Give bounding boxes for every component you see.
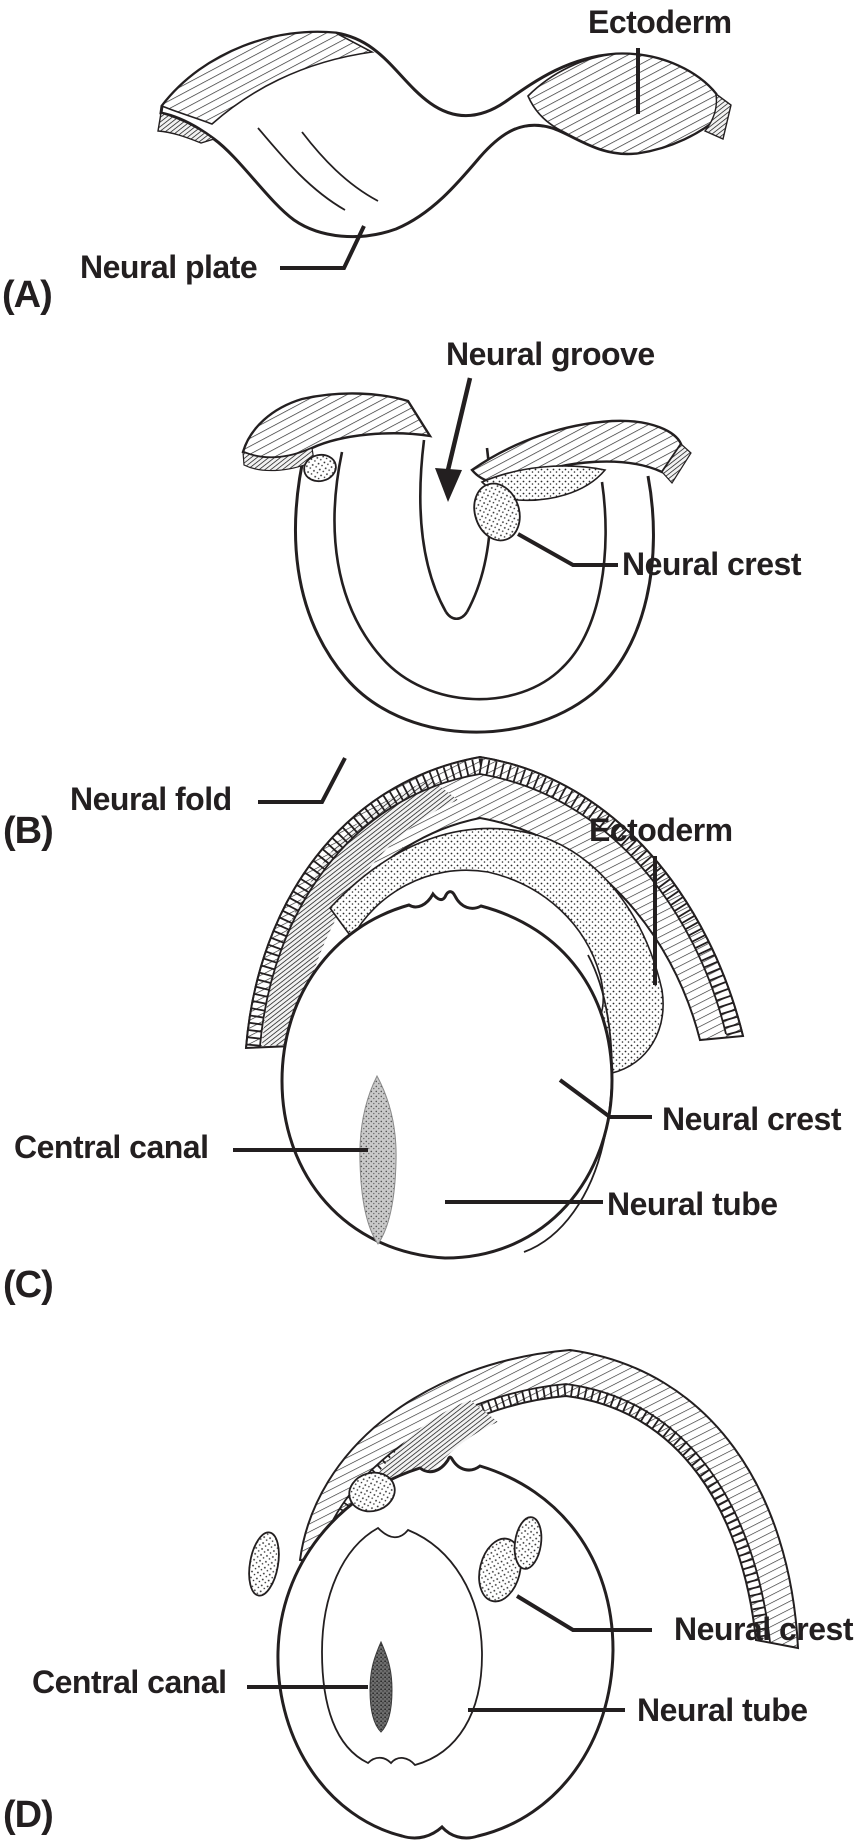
panel-marker-d: (D) xyxy=(3,1794,54,1836)
arch-outer-edge-c xyxy=(245,756,744,1049)
central-canal-c xyxy=(359,1074,397,1245)
neural-crest-blob-d4 xyxy=(513,1516,543,1570)
neural-crest-d-leader xyxy=(515,1594,652,1632)
plate-fold-line xyxy=(257,127,346,211)
label-neural-tube-d: Neural tube xyxy=(637,1692,808,1728)
label-neural-groove: Neural groove xyxy=(446,336,655,372)
label-neural-fold: Neural fold xyxy=(70,781,232,817)
ectoderm-hatch-right xyxy=(527,53,720,155)
neural-crest-blob-d2 xyxy=(348,1471,396,1513)
label-neural-plate: Neural plate xyxy=(80,249,258,285)
left-wing xyxy=(241,392,433,459)
panel-a-drawing xyxy=(157,30,732,270)
panel-marker-c: (C) xyxy=(3,1264,54,1306)
right-wing-edge xyxy=(661,443,692,484)
neural-fold-leader xyxy=(258,757,347,804)
neural-crest-blob-d3 xyxy=(478,1537,522,1603)
central-canal-d xyxy=(369,1640,393,1733)
neural-tube-outer-contour-c xyxy=(523,954,613,1253)
plate-fold-line-2 xyxy=(301,131,379,202)
neural-plate-leader xyxy=(280,225,366,270)
label-neural-crest-b: Neural crest xyxy=(622,546,801,582)
panel-marker-b: (B) xyxy=(3,810,54,852)
arch-inner-edge-c xyxy=(259,773,727,1047)
panel-marker-a: (A) xyxy=(2,274,53,316)
label-neural-tube-c: Neural tube xyxy=(607,1186,778,1222)
neural-crest-blob-left xyxy=(303,453,337,483)
label-central-canal-c: Central canal xyxy=(14,1129,209,1165)
label-ectoderm-c: Ectoderm xyxy=(589,812,733,848)
panel-c-drawing xyxy=(233,755,745,1260)
sheet-edge-left xyxy=(157,112,216,144)
label-neural-crest-d: Neural crest xyxy=(674,1611,853,1647)
label-neural-crest-c: Neural crest xyxy=(662,1101,841,1137)
neural-crest-b-leader xyxy=(517,532,618,567)
ectoderm-hatch-left xyxy=(160,31,375,125)
neural-tube-inner-contour-d xyxy=(321,1526,483,1767)
u-inner-wall xyxy=(333,451,607,701)
sheet-edge-right xyxy=(703,92,732,140)
label-ectoderm-a: Ectoderm xyxy=(588,4,732,40)
neural-crest-blob-d1 xyxy=(248,1531,280,1597)
panel-d-drawing xyxy=(247,1348,800,1840)
groove-wall-left xyxy=(419,439,448,613)
neural-crest-blob-right xyxy=(473,482,521,542)
label-central-canal-d: Central canal xyxy=(32,1664,227,1700)
groove-bottom xyxy=(444,611,469,621)
neural-groove-arrow xyxy=(435,377,473,502)
neural-crest-c-leader xyxy=(558,1078,652,1119)
panel-b-drawing xyxy=(241,377,692,804)
